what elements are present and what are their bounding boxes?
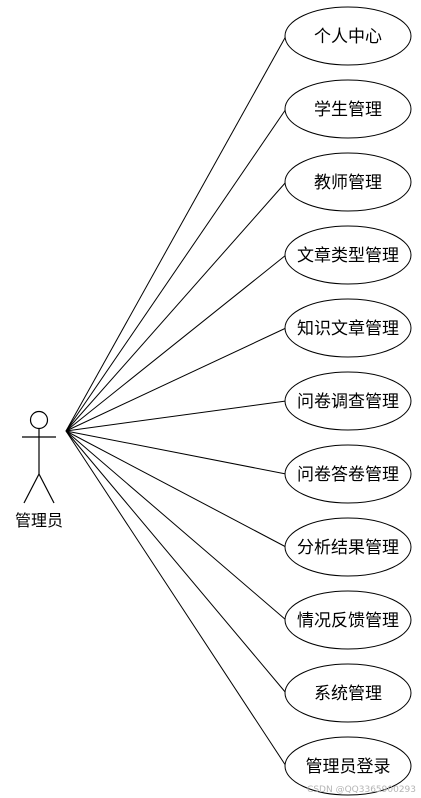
actor-right-leg: [38, 473, 55, 504]
use-case-ellipse: [284, 225, 412, 285]
association-line: [65, 35, 287, 432]
association-line: [65, 254, 287, 432]
association-line: [65, 327, 287, 432]
association-line: [65, 430, 287, 767]
association-lines: [65, 35, 287, 767]
use-case-label: 问卷调查管理: [297, 392, 399, 412]
use-case-label: 学生管理: [314, 100, 382, 120]
use-case-ellipse: [284, 79, 412, 139]
actor-head: [29, 410, 49, 430]
watermark-text: CSDN @QQ3365900293: [307, 785, 416, 795]
use-case: 问卷调查管理: [284, 371, 412, 431]
use-case-label: 问卷答卷管理: [297, 465, 399, 485]
use-case: 教师管理: [284, 152, 412, 212]
use-case-label: 教师管理: [314, 173, 382, 193]
use-case-label: 文章类型管理: [297, 246, 399, 266]
use-case: 问卷答卷管理: [284, 444, 412, 504]
use-case-ellipse: [284, 663, 412, 723]
use-case: 学生管理: [284, 79, 412, 139]
association-line: [65, 430, 287, 548]
use-case-ellipse: [284, 517, 412, 577]
use-case-label: 知识文章管理: [297, 319, 399, 339]
use-case: 分析结果管理: [284, 517, 412, 577]
actor-left-leg: [23, 473, 40, 504]
actor-admin: 管理员: [15, 410, 63, 530]
use-case-label: 分析结果管理: [297, 538, 399, 558]
use-cases: 个人中心学生管理教师管理文章类型管理知识文章管理问卷调查管理问卷答卷管理分析结果…: [284, 6, 412, 796]
use-case: 管理员登录: [284, 736, 412, 796]
actor-label: 管理员: [15, 511, 63, 530]
use-case-ellipse: [284, 590, 412, 650]
use-case-label: 个人中心: [314, 27, 382, 47]
use-case-label: 管理员登录: [306, 757, 391, 777]
use-case-label: 情况反馈管理: [297, 611, 399, 631]
association-line: [65, 181, 287, 432]
use-case-ellipse: [284, 6, 412, 66]
use-case-ellipse: [284, 736, 412, 796]
association-line: [65, 430, 287, 475]
use-case-ellipse: [284, 444, 412, 504]
use-case-ellipse: [284, 298, 412, 358]
use-case: 文章类型管理: [284, 225, 412, 285]
association-line: [65, 108, 287, 432]
use-case-ellipse: [284, 152, 412, 212]
association-line: [65, 400, 287, 432]
use-case: 知识文章管理: [284, 298, 412, 358]
use-case-label: 系统管理: [314, 684, 382, 704]
use-case: 系统管理: [284, 663, 412, 723]
use-case: 情况反馈管理: [284, 590, 412, 650]
use-case: 个人中心: [284, 6, 412, 66]
use-case-ellipse: [284, 371, 412, 431]
association-line: [65, 430, 287, 621]
association-line: [65, 430, 287, 694]
